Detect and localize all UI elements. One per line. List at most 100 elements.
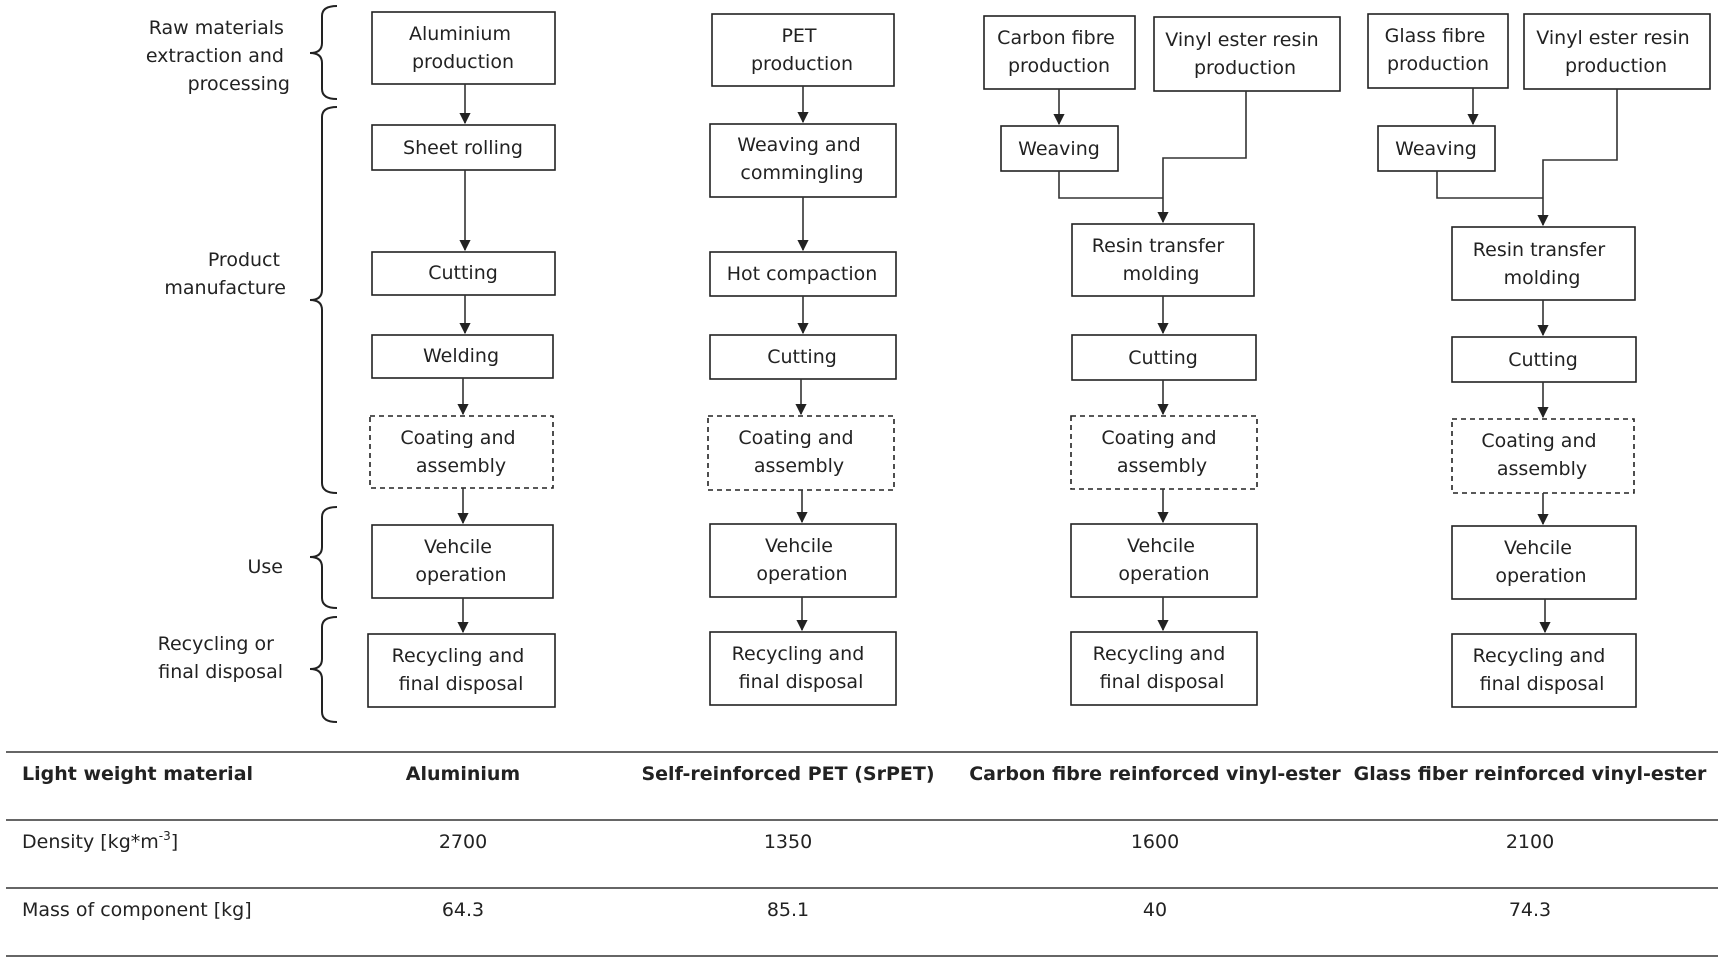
box-line: Cutting xyxy=(767,346,837,368)
box-resin-transfer-molding xyxy=(1451,226,1636,301)
box-line: Cutting xyxy=(1508,349,1578,371)
properties-table: Light weight material Aluminium Self-rei… xyxy=(6,751,1718,957)
table-header-cell: Aluminium xyxy=(406,763,520,785)
table-cell: 74.3 xyxy=(1509,899,1551,921)
box-line: assembly xyxy=(1497,458,1587,480)
box-recycling-disposal xyxy=(1070,631,1258,706)
box-label: Coating and assembly xyxy=(738,427,859,477)
box-line: final disposal xyxy=(1100,671,1225,693)
box-line: Welding xyxy=(423,345,499,367)
column-srpet: PET production Weaving and commingling H… xyxy=(707,13,897,706)
table-row-mass: Mass of component [kg] 64.3 85.1 40 74.3 xyxy=(22,899,1551,921)
box-glass-fibre-production xyxy=(1367,13,1509,89)
density-label-text: Density [kg*m xyxy=(22,831,159,853)
connector-weaving-to-rtm xyxy=(1436,171,1543,199)
box-aluminium-production xyxy=(371,11,556,85)
box-label: Glass fibre production xyxy=(1385,25,1492,75)
box-recycling-disposal xyxy=(709,631,897,706)
box-cutting xyxy=(1071,334,1257,381)
box-line: Cutting xyxy=(1128,347,1198,369)
box-vinyl-ester-production xyxy=(1523,13,1711,90)
box-line: Coating and xyxy=(400,427,515,449)
box-line: Vehcile xyxy=(424,536,492,558)
box-recycling-disposal xyxy=(367,633,556,708)
box-resin-transfer-molding xyxy=(1071,223,1255,297)
density-label-end: ] xyxy=(171,831,178,853)
box-label: Sheet rolling xyxy=(403,137,523,159)
box-line: production xyxy=(1194,57,1296,79)
box-line: Weaving xyxy=(1395,138,1477,160)
box-label: Recycling and final disposal xyxy=(732,643,871,693)
table-cell: 64.3 xyxy=(442,899,484,921)
connector-resin-to-rtm xyxy=(1537,89,1618,227)
stage-label-raw-materials: Raw materials extraction and processing xyxy=(146,17,290,95)
box-label: Vinyl ester resin production xyxy=(1165,29,1324,79)
box-line: commingling xyxy=(740,162,863,184)
box-label: Cutting xyxy=(767,346,837,368)
box-line: Aluminium xyxy=(409,23,511,45)
brace-raw-materials xyxy=(309,5,338,100)
box-line: production xyxy=(1387,53,1489,75)
box-line: Coating and xyxy=(738,427,853,449)
table-row-density: Density [kg*m-3] 2700 1350 1600 2100 xyxy=(22,829,1554,853)
box-label: Cutting xyxy=(1508,349,1578,371)
box-vinyl-ester-production xyxy=(1153,16,1341,92)
brace-product-manufacture xyxy=(309,106,338,494)
box-coating-assembly xyxy=(369,415,554,489)
box-label: Carbon fibre production xyxy=(997,27,1121,77)
stage-line: Product xyxy=(208,249,280,271)
table-cell: 1600 xyxy=(1131,831,1179,853)
box-line: Weaving and xyxy=(737,134,860,156)
box-coating-assembly xyxy=(1070,415,1258,490)
box-recycling-disposal xyxy=(1451,633,1637,708)
box-vehicle-operation xyxy=(1070,523,1258,598)
stage-line: processing xyxy=(188,73,290,95)
box-line: Resin transfer xyxy=(1092,235,1225,257)
box-hot-compaction xyxy=(709,251,897,297)
box-line: Vehcile xyxy=(765,535,833,557)
box-cutting xyxy=(1451,336,1637,383)
box-line: assembly xyxy=(754,455,844,477)
stage-line: Use xyxy=(248,556,284,578)
box-label: Recycling and final disposal xyxy=(1473,645,1612,695)
box-label: Coating and assembly xyxy=(400,427,521,477)
stage-line: final disposal xyxy=(158,661,283,683)
brace-use xyxy=(309,506,338,609)
box-line: final disposal xyxy=(739,671,864,693)
box-line: Recycling and xyxy=(1093,643,1226,665)
box-sheet-rolling xyxy=(371,124,556,171)
box-line: PET xyxy=(781,25,816,47)
table-cell: 85.1 xyxy=(767,899,809,921)
box-label: Weaving xyxy=(1395,138,1477,160)
box-label: Resin transfer molding xyxy=(1092,235,1230,285)
box-label: PET production xyxy=(751,25,853,75)
box-line: assembly xyxy=(416,455,506,477)
box-label: Aluminium production xyxy=(409,23,517,73)
box-label: Vehcile operation xyxy=(415,536,506,586)
stage-line: Recycling or xyxy=(158,633,274,655)
stage-line: manufacture xyxy=(164,277,286,299)
column-glass-fibre: Glass fibre production Vinyl ester resin… xyxy=(1367,13,1711,708)
box-label: Welding xyxy=(423,345,499,367)
box-line: final disposal xyxy=(1480,673,1605,695)
table-header-row: Light weight material Aluminium Self-rei… xyxy=(22,763,1707,785)
box-pet-production xyxy=(711,13,895,87)
connector-resin-to-rtm xyxy=(1157,91,1247,224)
box-cutting xyxy=(709,334,897,380)
box-label: Coating and assembly xyxy=(1101,427,1222,477)
box-line: Vinyl ester resin xyxy=(1165,29,1318,51)
box-label: Vinyl ester resin production xyxy=(1536,27,1695,77)
box-line: Recycling and xyxy=(732,643,865,665)
box-label: Vehcile operation xyxy=(1118,535,1209,585)
table-cell: 2100 xyxy=(1506,831,1554,853)
stage-label-use: Use xyxy=(248,556,284,578)
box-carbon-fibre-production xyxy=(983,15,1136,90)
stage-line: Raw materials xyxy=(149,17,284,39)
box-line: Vehcile xyxy=(1127,535,1195,557)
table-header-cell: Glass fiber reinforced vinyl-ester xyxy=(1354,763,1707,785)
box-line: production xyxy=(1008,55,1110,77)
stage-labels: Raw materials extraction and processing … xyxy=(146,17,290,683)
density-label-exponent: -3 xyxy=(159,829,171,843)
box-line: Coating and xyxy=(1481,430,1596,452)
box-line: Cutting xyxy=(428,262,498,284)
